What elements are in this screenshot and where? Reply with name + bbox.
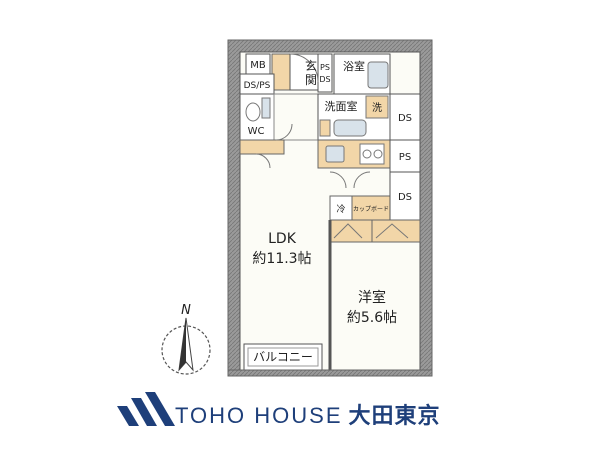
label-genkan-1: 玄 xyxy=(305,58,317,73)
toilet xyxy=(245,102,261,122)
label-balcony: バルコニー xyxy=(253,350,313,364)
label-cupboard: カップボード xyxy=(353,205,389,213)
label-genkan-2: 関 xyxy=(305,73,317,87)
ds-lower-shaft xyxy=(389,171,421,221)
genkan-floor xyxy=(289,53,319,91)
kitchen-stove xyxy=(359,143,385,165)
hallway xyxy=(273,93,319,141)
label-ds-upper: DS xyxy=(398,113,412,124)
stove-burner xyxy=(373,149,383,159)
western-closet xyxy=(329,219,421,243)
label-ps-mid: PS xyxy=(399,152,411,163)
label-wc: WC xyxy=(248,126,265,137)
label-washroom: 洗面室 xyxy=(325,99,358,113)
brand-title: TOHO HOUSE xyxy=(175,403,343,428)
washstand xyxy=(333,119,367,137)
bathtub xyxy=(367,61,389,89)
floor-plan: MB 玄 関 PS DS 浴室 DS/PS WC 洗面室 洗 DS PS DS … xyxy=(161,39,433,377)
cupboard xyxy=(351,195,391,221)
label-western: 洋室 xyxy=(358,289,386,306)
ps-mid-shaft xyxy=(389,139,421,173)
label-mb: MB xyxy=(250,60,266,71)
kitchen-sink xyxy=(325,145,345,163)
ds-upper-shaft xyxy=(389,93,421,141)
label-ldk-size: 約11.3帖 xyxy=(252,251,311,267)
label-bath: 浴室 xyxy=(343,59,365,73)
genkan-closet xyxy=(271,53,291,91)
brand-subtitle: 大田東京 xyxy=(348,403,441,428)
brand-footer xyxy=(0,390,600,440)
ps-ds-shaft xyxy=(317,53,333,93)
toilet-tank xyxy=(261,97,271,119)
label-ps-ds-bottom: DS xyxy=(319,75,330,84)
compass-north-label: N xyxy=(181,303,191,318)
balcony-frame xyxy=(247,347,319,367)
label-ps-ds-top: PS xyxy=(320,63,330,72)
label-ldk: LDK xyxy=(268,231,297,247)
wash-cabinet xyxy=(319,119,331,137)
washing-machine-spot xyxy=(365,95,389,119)
brand-logo-icon xyxy=(117,392,175,426)
label-ds-ps: DS/PS xyxy=(244,81,271,91)
label-western-size: 約5.6帖 xyxy=(347,310,397,326)
label-washer: 洗 xyxy=(372,102,382,114)
label-ds-lower: DS xyxy=(398,192,412,203)
stove-burner xyxy=(362,149,372,159)
bottom-wall xyxy=(227,369,433,377)
ldk-cabinet xyxy=(239,139,285,155)
label-fridge: 冷 xyxy=(336,203,345,215)
compass-icon: N xyxy=(161,303,211,375)
